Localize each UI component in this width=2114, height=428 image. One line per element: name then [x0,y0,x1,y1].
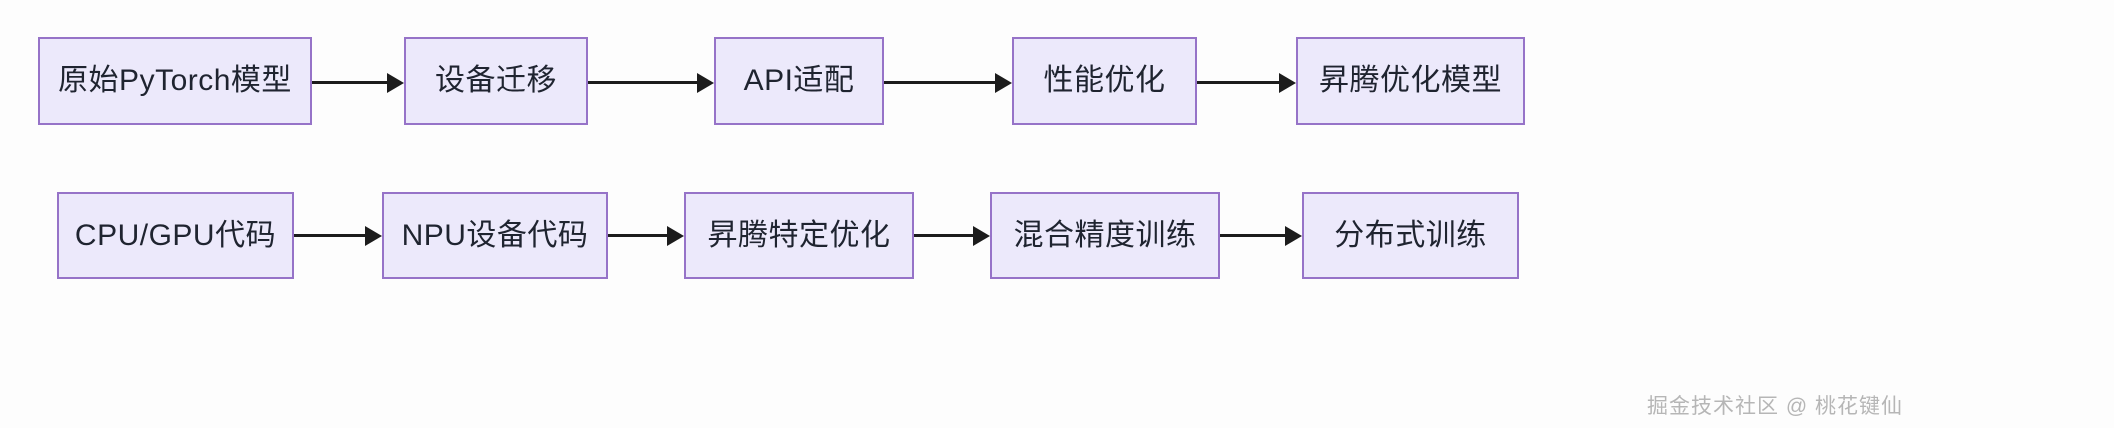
flow-arrow-line [1197,81,1281,84]
flow-node[interactable]: 昇腾特定优化 [684,192,914,279]
flow-arrow-head [973,226,990,246]
flow-arrow-line [312,81,389,84]
flow-node-label: CPU/GPU代码 [74,218,277,252]
flow-node-label: API适配 [743,64,855,97]
flow-node[interactable]: CPU/GPU代码 [57,192,294,279]
flow-node-label: 性能优化 [1043,64,1166,97]
flow-node[interactable]: API适配 [714,37,884,125]
flow-arrow-line [884,81,997,84]
flow-node[interactable]: 性能优化 [1012,37,1197,125]
flow-node-label: 混合精度训练 [1013,218,1197,252]
flow-node-label: 昇腾优化模型 [1319,64,1502,97]
flow-arrow-line [294,234,367,237]
flow-node[interactable]: 昇腾优化模型 [1296,37,1525,125]
flow-arrow-head [387,73,404,93]
flow-node[interactable]: 分布式训练 [1302,192,1519,279]
flow-arrow-head [667,226,684,246]
flow-arrow-head [1279,73,1296,93]
flow-arrow-head [365,226,382,246]
flow-node[interactable]: 原始PyTorch模型 [38,37,312,125]
flow-arrow-line [914,234,975,237]
flow-node-label: NPU设备代码 [401,218,589,252]
flow-node[interactable]: NPU设备代码 [382,192,608,279]
flow-node-label: 设备迁移 [435,64,557,97]
flow-arrow-head [697,73,714,93]
flow-node[interactable]: 混合精度训练 [990,192,1220,279]
flow-node-label: 分布式训练 [1334,218,1487,252]
flow-arrow-line [608,234,669,237]
flow-arrow-line [588,81,699,84]
flow-arrow-line [1220,234,1287,237]
flow-arrow-head [1285,226,1302,246]
flow-node-label: 昇腾特定优化 [707,218,891,252]
flow-arrow-head [995,73,1012,93]
flow-node-label: 原始PyTorch模型 [58,64,292,97]
watermark-text: 掘金技术社区 @ 桃花键仙 [1647,395,1903,418]
flow-node[interactable]: 设备迁移 [404,37,588,125]
